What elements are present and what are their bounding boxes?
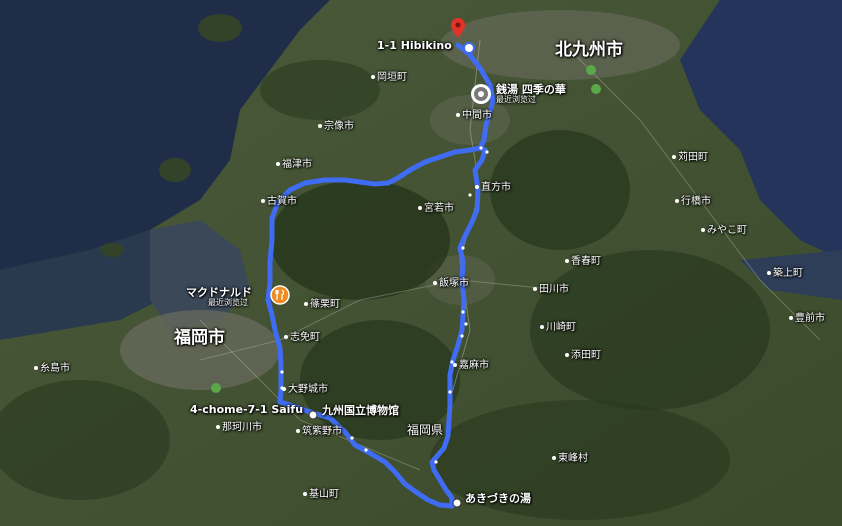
town-label[interactable]: 川崎町 — [540, 323, 576, 333]
town-label[interactable]: 宮若市 — [418, 204, 454, 214]
saifu-dot-icon[interactable] — [308, 405, 318, 424]
town-label[interactable]: 岡垣町 — [371, 73, 407, 83]
sento-name: 銭湯 四季の華 — [496, 83, 566, 96]
sea-suo — [680, 0, 842, 260]
town-label[interactable]: 宗像市 — [318, 122, 354, 132]
town-label[interactable]: 行橋市 — [675, 197, 711, 207]
town-label[interactable]: 福津市 — [276, 160, 312, 170]
expressway-marker-icon — [211, 378, 221, 397]
sento-pin-icon[interactable] — [470, 83, 492, 109]
town-label[interactable]: 篠栗町 — [304, 300, 340, 310]
urban-kitakyushu — [440, 10, 680, 80]
town-label[interactable]: 筑紫野市 — [296, 427, 342, 437]
town-label[interactable]: 直方市 — [475, 183, 511, 193]
expressway-marker-icon — [586, 60, 596, 79]
town-label[interactable]: 糸島市 — [34, 364, 70, 374]
town-label[interactable]: 添田町 — [565, 351, 601, 361]
sea-hakata-bay — [150, 220, 250, 330]
urban-fukuoka — [120, 310, 280, 390]
town-label[interactable]: 古賀市 — [261, 197, 297, 207]
start-place-label[interactable]: 1-1 Hibikino — [377, 39, 452, 52]
town-label[interactable]: 香春町 — [565, 257, 601, 267]
prefecture-label[interactable]: 福岡県 — [407, 423, 444, 437]
town-label[interactable]: 築上町 — [767, 269, 803, 279]
restaurant-pin-icon[interactable] — [270, 285, 290, 309]
city-label[interactable]: 北九州市 — [555, 40, 623, 60]
sea-genkai — [0, 0, 330, 270]
saifu-place-label[interactable]: 4-chome-7-1 Saifu — [190, 403, 304, 416]
town-label[interactable]: 苅田町 — [672, 153, 708, 163]
town-label[interactable]: 大野城市 — [282, 385, 328, 395]
town-label[interactable]: 基山町 — [303, 490, 339, 500]
expressway-marker-icon — [591, 79, 601, 98]
town-label[interactable]: 東峰村 — [552, 454, 588, 464]
sento-place-label[interactable]: 銭湯 四季の華 最近浏览过 — [496, 84, 566, 104]
onsen-place-label[interactable]: あきづきの湯 — [465, 492, 531, 505]
route-line — [265, 42, 496, 509]
town-label[interactable]: 中間市 — [456, 111, 492, 121]
city-label[interactable]: 福岡市 — [174, 328, 225, 348]
town-label[interactable]: 田川市 — [533, 285, 569, 295]
mcd-recent: 最近浏览过 — [208, 298, 248, 307]
town-label[interactable]: 那珂川市 — [216, 423, 262, 433]
mcd-place-label[interactable]: マクドナルド 最近浏览过 — [186, 287, 252, 307]
town-label[interactable]: 飯塚市 — [433, 279, 469, 289]
sento-recent: 最近浏览过 — [496, 95, 536, 104]
town-label[interactable]: 豊前市 — [789, 314, 825, 324]
onsen-dot-icon[interactable] — [452, 493, 462, 512]
town-label[interactable]: 志免町 — [284, 333, 320, 343]
town-label[interactable]: 嘉麻市 — [453, 361, 489, 371]
museum-place-label[interactable]: 九州国立博物馆 — [322, 404, 399, 417]
start-pin-icon[interactable] — [451, 18, 465, 42]
town-label[interactable]: みやこ町 — [701, 226, 747, 236]
mcd-name: マクドナルド — [186, 286, 252, 299]
route-start-circle-icon[interactable] — [463, 39, 475, 58]
